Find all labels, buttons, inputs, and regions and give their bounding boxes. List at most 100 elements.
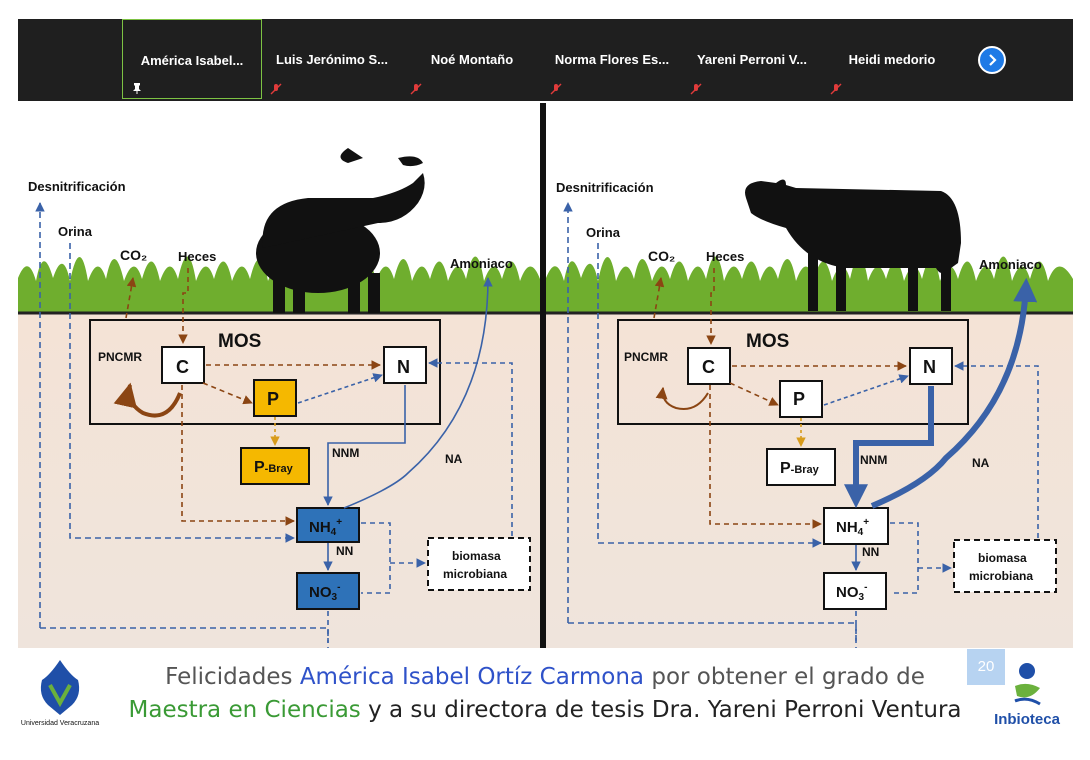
- node-n-label: N: [397, 357, 410, 377]
- label-nnm: NNM: [860, 453, 887, 467]
- buffalo-silhouette: [256, 148, 425, 313]
- node-no3: [823, 572, 887, 610]
- pbray-sub: -Bray: [791, 464, 820, 476]
- svg-text:P-Bray: P-Bray: [254, 459, 294, 476]
- label-nnm: NNM: [332, 446, 359, 460]
- label-pncmr: PNCMR: [624, 350, 668, 364]
- pbray-main: P: [254, 459, 265, 476]
- panel-divider: [540, 103, 546, 648]
- caption-highlight-degree: Maestra en Ciencias: [128, 697, 361, 723]
- mic-muted-icon: [270, 83, 282, 95]
- uv-logo-text: Universidad Veracruzana: [21, 720, 99, 727]
- node-no3: [296, 572, 360, 610]
- next-page-button[interactable]: [978, 46, 1006, 74]
- svg-text:NH4+: NH4+: [836, 517, 869, 538]
- label-orina: Orina: [58, 224, 93, 239]
- node-biomasa: [427, 537, 531, 591]
- caption-line-1: Felicidades América Isabel Ortíz Carmona…: [0, 664, 1090, 690]
- mic-muted-icon: [690, 83, 702, 95]
- label-amoniaco: Amoniaco: [450, 256, 513, 271]
- participant-tile-2[interactable]: Luis Jerónimo S...: [262, 19, 402, 99]
- left-panel: Desnitrificación Orina CO₂ Heces Amoniac…: [18, 103, 540, 648]
- caption-highlight-name: América Isabel Ortíz Carmona: [299, 664, 645, 690]
- participant-name: Luis Jerónimo S...: [276, 52, 388, 67]
- mos-box: [617, 319, 969, 425]
- participant-tile-4[interactable]: Norma Flores Es...: [542, 19, 682, 99]
- svg-text:NO3-: NO3-: [309, 582, 340, 603]
- pin-icon: [133, 83, 141, 94]
- right-panel: Desnitrificación Orina CO₂ Heces Amoniac…: [546, 103, 1073, 648]
- nh4-sup: +: [863, 517, 869, 528]
- cow-silhouette: [745, 179, 961, 311]
- mic-muted-icon: [550, 83, 562, 95]
- node-c-label: C: [702, 357, 715, 377]
- label-orina: Orina: [586, 225, 621, 240]
- participant-tile-3[interactable]: Noé Montaño: [402, 19, 542, 99]
- no3-main: NO: [836, 584, 859, 601]
- label-heces: Heces: [706, 249, 744, 264]
- caption-text: Felicidades: [165, 664, 300, 690]
- node-p-label: P: [793, 389, 805, 409]
- label-desnitrificacion: Desnitrificación: [556, 180, 654, 195]
- node-c-label: C: [176, 357, 189, 377]
- caption-text: por obtener el grado de: [644, 664, 925, 690]
- inbioteca-logo-text: Inbioteca: [994, 711, 1061, 728]
- label-co2: CO₂: [120, 247, 147, 263]
- node-biomasa: [953, 539, 1057, 593]
- node-n: [909, 347, 953, 385]
- chevron-right-icon: [989, 54, 997, 66]
- caption-line-2: Maestra en Ciencias y a su directora de …: [0, 697, 1090, 723]
- uv-logo: Universidad Veracruzana: [21, 660, 99, 727]
- no3-sup: -: [864, 582, 867, 593]
- no3-sup: -: [337, 582, 340, 593]
- biomasa-line2: microbiana: [443, 567, 507, 581]
- svg-text:NO3-: NO3-: [836, 582, 867, 603]
- participant-tile-5[interactable]: Yareni Perroni V...: [682, 19, 822, 99]
- participant-name: Noé Montaño: [430, 52, 514, 67]
- svg-text:P-Bray: P-Bray: [780, 460, 820, 477]
- participant-name: Heidi medorio: [848, 52, 936, 67]
- label-desnitrificacion: Desnitrificación: [28, 179, 126, 194]
- label-na: NA: [445, 452, 463, 466]
- node-c: [161, 346, 205, 384]
- node-p: [253, 379, 297, 417]
- pbray-main: P: [780, 460, 791, 477]
- participant-tile-1[interactable]: América Isabel...: [122, 19, 262, 99]
- svg-text:NH4+: NH4+: [309, 517, 342, 538]
- node-p: [779, 380, 823, 418]
- caption-director: Dra. Yareni Perroni Ventura: [651, 697, 962, 723]
- node-nh4: [823, 507, 889, 545]
- node-c: [687, 347, 731, 385]
- label-nn: NN: [862, 545, 879, 559]
- node-pbray: [240, 447, 310, 485]
- label-pncmr: PNCMR: [98, 350, 142, 364]
- no3-sub: 3: [859, 592, 865, 603]
- nh4-main: NH: [309, 519, 331, 536]
- caption-band: [18, 648, 1073, 696]
- label-heces: Heces: [178, 249, 216, 264]
- label-mos: MOS: [746, 331, 789, 352]
- no3-main: NO: [309, 584, 332, 601]
- node-nh4: [296, 507, 360, 543]
- biomasa-line1: biomasa: [452, 549, 501, 563]
- nh4-sub: 4: [331, 527, 337, 538]
- participant-name: Yareni Perroni V...: [696, 52, 808, 67]
- label-amoniaco: Amoniaco: [979, 257, 1042, 272]
- participant-tile-6[interactable]: Heidi medorio: [822, 19, 962, 99]
- biomasa-line2: microbiana: [969, 569, 1033, 583]
- node-pbray: [766, 448, 836, 486]
- page-number: 20: [967, 649, 1005, 685]
- node-n: [383, 346, 427, 384]
- participant-strip: América Isabel... Luis Jerónimo S... Noé…: [18, 19, 1073, 101]
- mos-box: [89, 319, 441, 425]
- participant-name: América Isabel...: [140, 53, 244, 68]
- pbray-sub: -Bray: [265, 463, 294, 475]
- label-co2: CO₂: [648, 248, 675, 264]
- label-nn: NN: [336, 544, 353, 558]
- label-mos: MOS: [218, 331, 261, 352]
- label-na: NA: [972, 456, 990, 470]
- inbioteca-logo: Inbioteca: [994, 663, 1061, 728]
- caption-text: y a su directora de tesis: [360, 697, 652, 723]
- nh4-sup: +: [336, 517, 342, 528]
- node-n-label: N: [923, 357, 936, 377]
